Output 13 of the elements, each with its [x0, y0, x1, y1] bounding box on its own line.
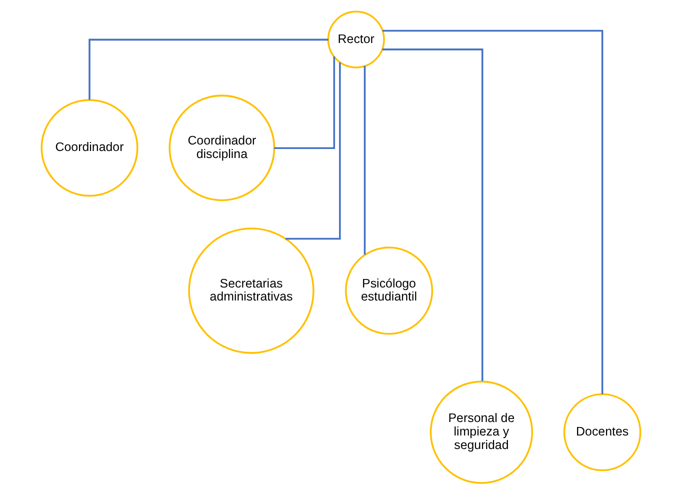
node-circle: Personal de limpieza y seguridad — [429, 380, 533, 484]
connector — [363, 66, 366, 255]
node-circle: Secretarias administrativas — [188, 228, 314, 354]
connector — [274, 56, 335, 149]
connector — [88, 38, 328, 100]
node-circle: Coordinador — [40, 99, 138, 197]
connector — [382, 48, 483, 382]
node-circle: Coordinador disciplina — [168, 94, 275, 202]
node-circle: Docentes — [562, 393, 641, 472]
node-circle: Rector — [326, 10, 384, 68]
node-circle: Psicólogo estudiantil — [344, 246, 433, 335]
connector — [285, 62, 340, 240]
connector — [382, 30, 603, 394]
